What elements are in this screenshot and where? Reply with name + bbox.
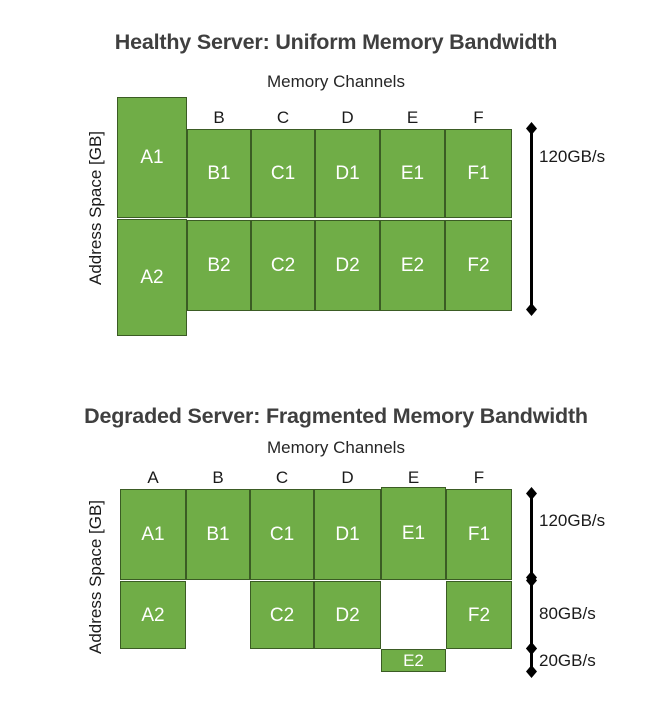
memory-block-a2-degraded: A2 bbox=[120, 581, 186, 649]
memory-block-d1-healthy: D1 bbox=[315, 129, 380, 218]
memory-block-d2-healthy: D2 bbox=[315, 220, 380, 311]
memory-block-e2-healthy: E2 bbox=[380, 220, 445, 311]
channel-letter-c-healthy: C bbox=[276, 108, 290, 127]
bandwidth-label-20-degraded: 20GB/s bbox=[539, 651, 596, 670]
bandwidth-label-120-degraded: 120GB/s bbox=[539, 511, 606, 530]
memory-block-f2-degraded: F2 bbox=[446, 581, 512, 649]
memory-block-e1-healthy: E1 bbox=[380, 129, 445, 218]
memory-block-f1-degraded: F1 bbox=[446, 489, 512, 580]
memory-block-c2-degraded: C2 bbox=[250, 581, 314, 649]
bandwidth-arrow-120-degraded bbox=[526, 487, 537, 584]
bandwidth-label-120-healthy: 120GB/s bbox=[539, 147, 606, 166]
channel-letter-e-healthy: E bbox=[406, 108, 419, 127]
memory-block-b1-healthy: B1 bbox=[187, 129, 251, 218]
channel-letter-e-degraded: E bbox=[407, 468, 420, 487]
channel-letter-d-degraded: D bbox=[341, 468, 354, 487]
x-axis-label-degraded: Memory Channels bbox=[267, 438, 405, 457]
memory-block-e1-degraded: E1 bbox=[381, 487, 446, 580]
memory-block-a2-healthy: A2 bbox=[117, 219, 187, 336]
channel-letter-d-healthy: D bbox=[341, 108, 354, 127]
panel-healthy-server: Healthy Server: Uniform Memory Bandwidth… bbox=[86, 30, 606, 336]
channel-letter-f-healthy: F bbox=[473, 108, 484, 127]
channel-letter-a-degraded: A bbox=[147, 468, 159, 487]
channel-letter-b-healthy: B bbox=[213, 108, 225, 127]
memory-block-b1-degraded: B1 bbox=[186, 489, 250, 580]
memory-block-f2-healthy: F2 bbox=[445, 220, 512, 311]
memory-block-a1-degraded: A1 bbox=[120, 489, 186, 580]
memory-block-c2-healthy: C2 bbox=[251, 220, 315, 311]
y-axis-label-healthy: Address Space [GB] bbox=[86, 130, 105, 286]
bandwidth-arrow-120-healthy bbox=[526, 122, 537, 316]
memory-block-a1-healthy: A1 bbox=[117, 97, 187, 218]
page-title-healthy: Healthy Server: Uniform Memory Bandwidth bbox=[114, 30, 558, 54]
memory-block-e2-degraded: E2 bbox=[381, 649, 446, 672]
memory-block-d1-degraded: D1 bbox=[314, 489, 381, 580]
panel-degraded-server: Degraded Server: Fragmented Memory Bandw… bbox=[0, 380, 672, 720]
channel-letter-f-degraded: F bbox=[473, 468, 485, 487]
page-title-degraded: Degraded Server: Fragmented Memory Bandw… bbox=[84, 404, 588, 428]
memory-block-d2-degraded: D2 bbox=[314, 581, 381, 649]
y-axis-label-degraded: Address Space [GB] bbox=[86, 499, 105, 655]
memory-block-b2-healthy: B2 bbox=[187, 220, 251, 311]
bandwidth-arrow-20-degraded bbox=[526, 642, 537, 678]
memory-block-c1-degraded: C1 bbox=[250, 489, 314, 580]
memory-block-c1-healthy: C1 bbox=[251, 129, 315, 218]
channel-letter-c-degraded: C bbox=[275, 468, 289, 487]
bandwidth-label-80-degraded: 80GB/s bbox=[539, 604, 596, 623]
x-axis-label-healthy: Memory Channels bbox=[267, 72, 405, 91]
memory-block-f1-healthy: F1 bbox=[445, 129, 512, 218]
channel-letter-b-degraded: B bbox=[212, 468, 224, 487]
